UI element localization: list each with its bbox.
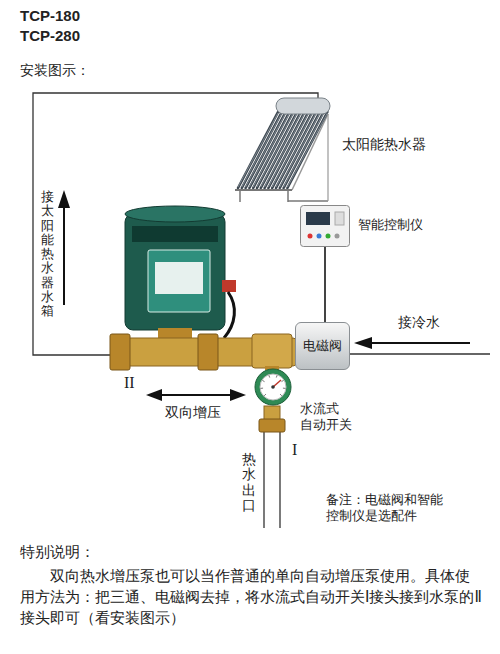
port-number: II (124, 373, 135, 392)
brass-nut (110, 334, 130, 370)
tee-fitting (252, 334, 292, 368)
flow-switch: 水流式 自动开关 (254, 365, 292, 407)
controller-box-shape (300, 205, 350, 247)
gauge-ring (255, 369, 291, 405)
node-label: 电磁阀 (303, 338, 342, 354)
water-tank (276, 98, 330, 114)
solar-heater: 太阳能热水器 (232, 96, 332, 204)
pump-motor (125, 206, 236, 338)
frame-leg (287, 190, 289, 202)
plate-panel (155, 262, 203, 294)
section-heading: 安装图示： (20, 62, 90, 79)
arrow-shaft (160, 394, 232, 396)
flow-arrow (58, 190, 470, 401)
section-heading: 特别说明： (20, 543, 95, 561)
frame-base (288, 200, 328, 202)
solar-heater-shape (232, 96, 332, 204)
frame-leg (327, 114, 328, 201)
controller-button (317, 234, 322, 239)
note: 备注：电磁阀和智能控制仪是选配件 (326, 492, 454, 525)
name-plate (148, 250, 210, 312)
hot-outlet-pipe (263, 432, 264, 528)
cable-connector (324, 247, 326, 322)
frame-leg (239, 190, 241, 202)
arrow-head (146, 389, 162, 401)
arrow-shaft (63, 206, 65, 305)
gauge-tick (262, 380, 264, 381)
title: TCP-180 TCP-280 (20, 6, 100, 46)
flow-switch-shape (254, 365, 292, 407)
motor-body (125, 214, 225, 330)
pump-neck (158, 328, 192, 338)
controller-panel (335, 212, 344, 225)
pipe-outline (33, 93, 490, 528)
node-label: 太阳能热水器 (342, 136, 426, 154)
tube-highlight (276, 113, 316, 187)
solenoid-valve: 电磁阀 (295, 322, 350, 370)
controller-case (301, 206, 350, 247)
arrow-shaft (370, 342, 470, 344)
gauge-face (260, 374, 286, 400)
vacuum-tube (280, 112, 320, 188)
port-number: I (292, 440, 297, 459)
vacuum-tube (287, 112, 327, 188)
controller-button (308, 234, 313, 239)
controller-button (335, 234, 340, 239)
motor-band (132, 226, 218, 242)
controller-button (326, 234, 331, 239)
power-switch (222, 280, 236, 292)
node-label: 智能控制仪 (358, 217, 423, 233)
power-cable (224, 292, 234, 338)
brass-nut (198, 334, 218, 370)
gauge-tick (281, 380, 283, 381)
gauge-tick (283, 388, 285, 389)
inlet-label: 接冷水 (398, 314, 440, 331)
tube-highlight (280, 113, 320, 187)
arrow-head (230, 389, 246, 401)
controller-screen (306, 212, 330, 225)
brass-fittings (110, 334, 296, 432)
instruction-text: 双向热水增压泵也可以当作普通的单向自动增压泵使用。具体使用方法为：把三通、电磁阀… (20, 566, 482, 629)
arrow-head (58, 190, 70, 208)
solar-pipe (33, 93, 318, 355)
node-label: 水流式 自动开关 (300, 401, 360, 434)
gauge-pivot (271, 385, 275, 389)
gauge-tick (280, 394, 282, 396)
controller-box: 智能控制仪 (300, 205, 350, 247)
gauge-tick (276, 375, 278, 377)
gauge-tick (268, 375, 270, 377)
gauge-tick (264, 394, 266, 396)
motor-cap (125, 206, 225, 222)
brass-nut (259, 419, 285, 432)
vacuum-tube (276, 112, 316, 188)
pipe-label: 接太阳能热水器水箱 (41, 190, 54, 319)
flow-label: 双向增压 (165, 404, 221, 421)
arrow-head (354, 337, 372, 349)
brass-stub (264, 406, 280, 420)
frame-bar (235, 189, 292, 191)
cold-water-pipe (346, 353, 490, 354)
tube-highlight (287, 113, 327, 187)
gauge-tick (261, 388, 263, 389)
tube-highlight (284, 113, 324, 187)
outlet-label: 热水出口 (242, 452, 256, 514)
hot-outlet-pipe (279, 432, 280, 528)
vacuum-tube (284, 112, 324, 188)
